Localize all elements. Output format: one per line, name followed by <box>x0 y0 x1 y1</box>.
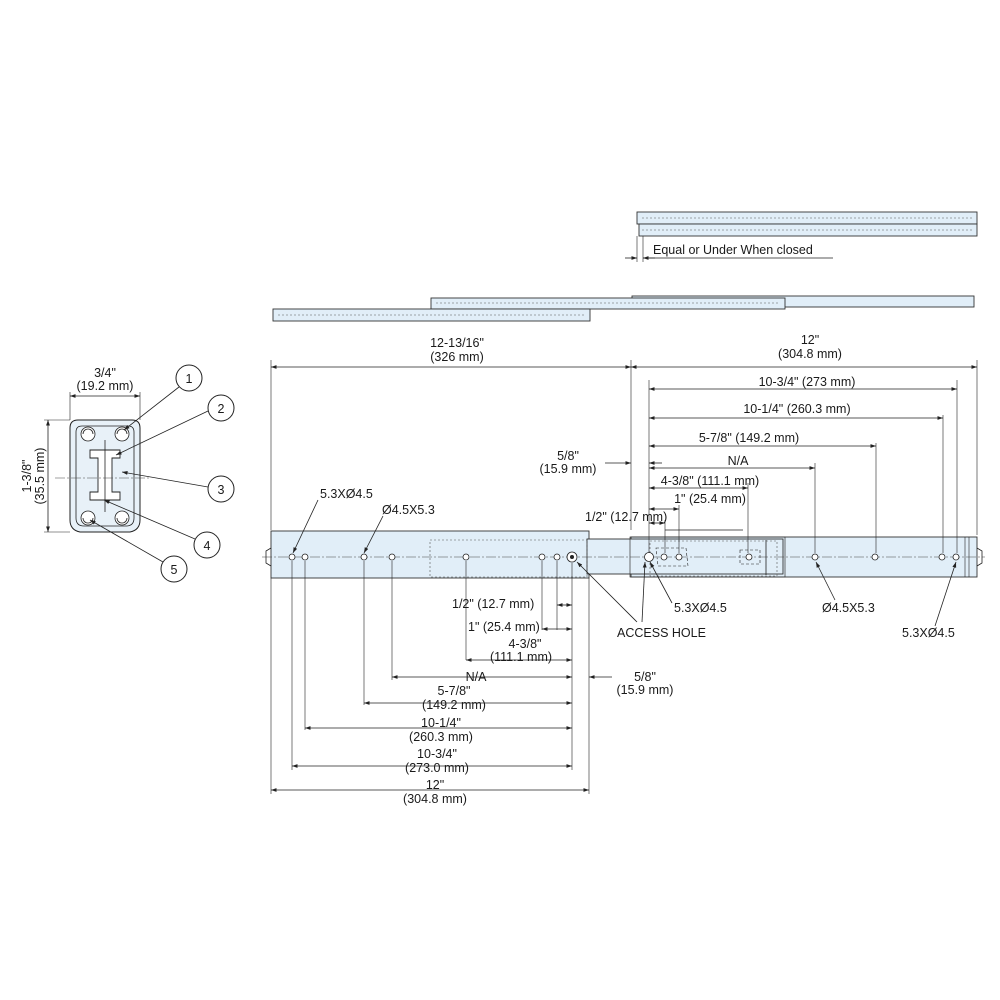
outer-dim-4: N/A <box>466 670 488 684</box>
callout-2: 2 <box>115 394 235 456</box>
inner-hole-b: Ø4.5X5.3 <box>822 601 875 615</box>
outer-dim-1-mm: (273.0 mm) <box>405 761 469 775</box>
svg-text:4: 4 <box>204 539 211 553</box>
section-height-mm: (35.5 mm) <box>33 448 47 505</box>
outer-dim-7: 1/2" (12.7 mm) <box>452 597 534 611</box>
cross-section: 3/4" (19.2 mm) 1-3/8" (35.5 mm) 1 2 3 4 <box>20 364 235 583</box>
overall-length-mm: (326 mm) <box>430 350 483 364</box>
inner-dim-5: 4-3/8" (111.1 mm) <box>661 474 759 488</box>
outer-offset-mm: (15.9 mm) <box>617 683 674 697</box>
outer-dim-5-mm: (111.1 mm) <box>490 650 552 664</box>
inner-offset-in: 5/8" <box>557 449 579 463</box>
outer-dim-6: 1" (25.4 mm) <box>468 620 540 634</box>
outer-dim-3-in: 5-7/8" <box>438 684 471 698</box>
inner-dim-6: 1" (25.4 mm) <box>674 492 746 506</box>
inner-member-dimensions: 10-3/4" (273 mm) 10-1/4" (260.3 mm) 5-7/… <box>540 375 958 640</box>
travel-mm: (304.8 mm) <box>778 347 842 361</box>
outer-dim-2-mm: (260.3 mm) <box>409 730 473 744</box>
inner-dim-3: 5-7/8" (149.2 mm) <box>699 431 799 445</box>
svg-text:1: 1 <box>186 372 193 386</box>
inner-dim-7: 1/2" (12.7 mm) <box>585 510 667 524</box>
callout-4: 4 <box>103 499 221 559</box>
svg-text:5: 5 <box>171 563 178 577</box>
callout-5: 5 <box>89 519 188 583</box>
access-hole: ACCESS HOLE <box>617 626 706 640</box>
outer-dim-3-mm: (149.2 mm) <box>422 698 486 712</box>
outer-member-dimensions: 5.3XØ4.5 Ø4.5X5.3 1/2" (12.7 mm) 1" (25.… <box>270 487 674 806</box>
travel-in: 12" <box>801 333 819 347</box>
inner-hole-c: 5.3XØ4.5 <box>902 626 955 640</box>
outer-offset-in: 5/8" <box>634 670 656 684</box>
outer-dim-2-in: 10-1/4" <box>421 716 461 730</box>
callout-1: 1 <box>123 364 203 431</box>
outer-length-in: 12" <box>426 778 444 792</box>
inner-dim-1: 10-3/4" (273 mm) <box>759 375 856 389</box>
callout-3: 3 <box>121 471 235 503</box>
outer-hole-a: 5.3XØ4.5 <box>320 487 373 501</box>
overall-length-in: 12-13/16" <box>430 336 484 350</box>
svg-text:3: 3 <box>218 483 225 497</box>
outer-dim-1-in: 10-3/4" <box>417 747 457 761</box>
side-view: 12-13/16" (326 mm) 12" (304.8 mm) <box>262 333 985 579</box>
closed-slide-view: Equal or Under When closed <box>625 211 978 262</box>
section-width-in: 3/4" <box>94 366 116 380</box>
inner-dim-4: N/A <box>728 454 750 468</box>
section-width-mm: (19.2 mm) <box>77 379 134 393</box>
intermediate-member <box>586 538 784 575</box>
extended-slide-view <box>272 295 975 322</box>
closed-note: Equal or Under When closed <box>653 243 813 257</box>
inner-hole-a: 5.3XØ4.5 <box>674 601 727 615</box>
section-height-in: 1-3/8" <box>20 460 34 493</box>
outer-dim-5-in: 4-3/8" <box>509 637 542 651</box>
svg-text:2: 2 <box>218 402 225 416</box>
inner-offset-mm: (15.9 mm) <box>540 462 597 476</box>
outer-length-mm: (304.8 mm) <box>403 792 467 806</box>
outer-hole-b: Ø4.5X5.3 <box>382 503 435 517</box>
inner-dim-2: 10-1/4" (260.3 mm) <box>743 402 850 416</box>
